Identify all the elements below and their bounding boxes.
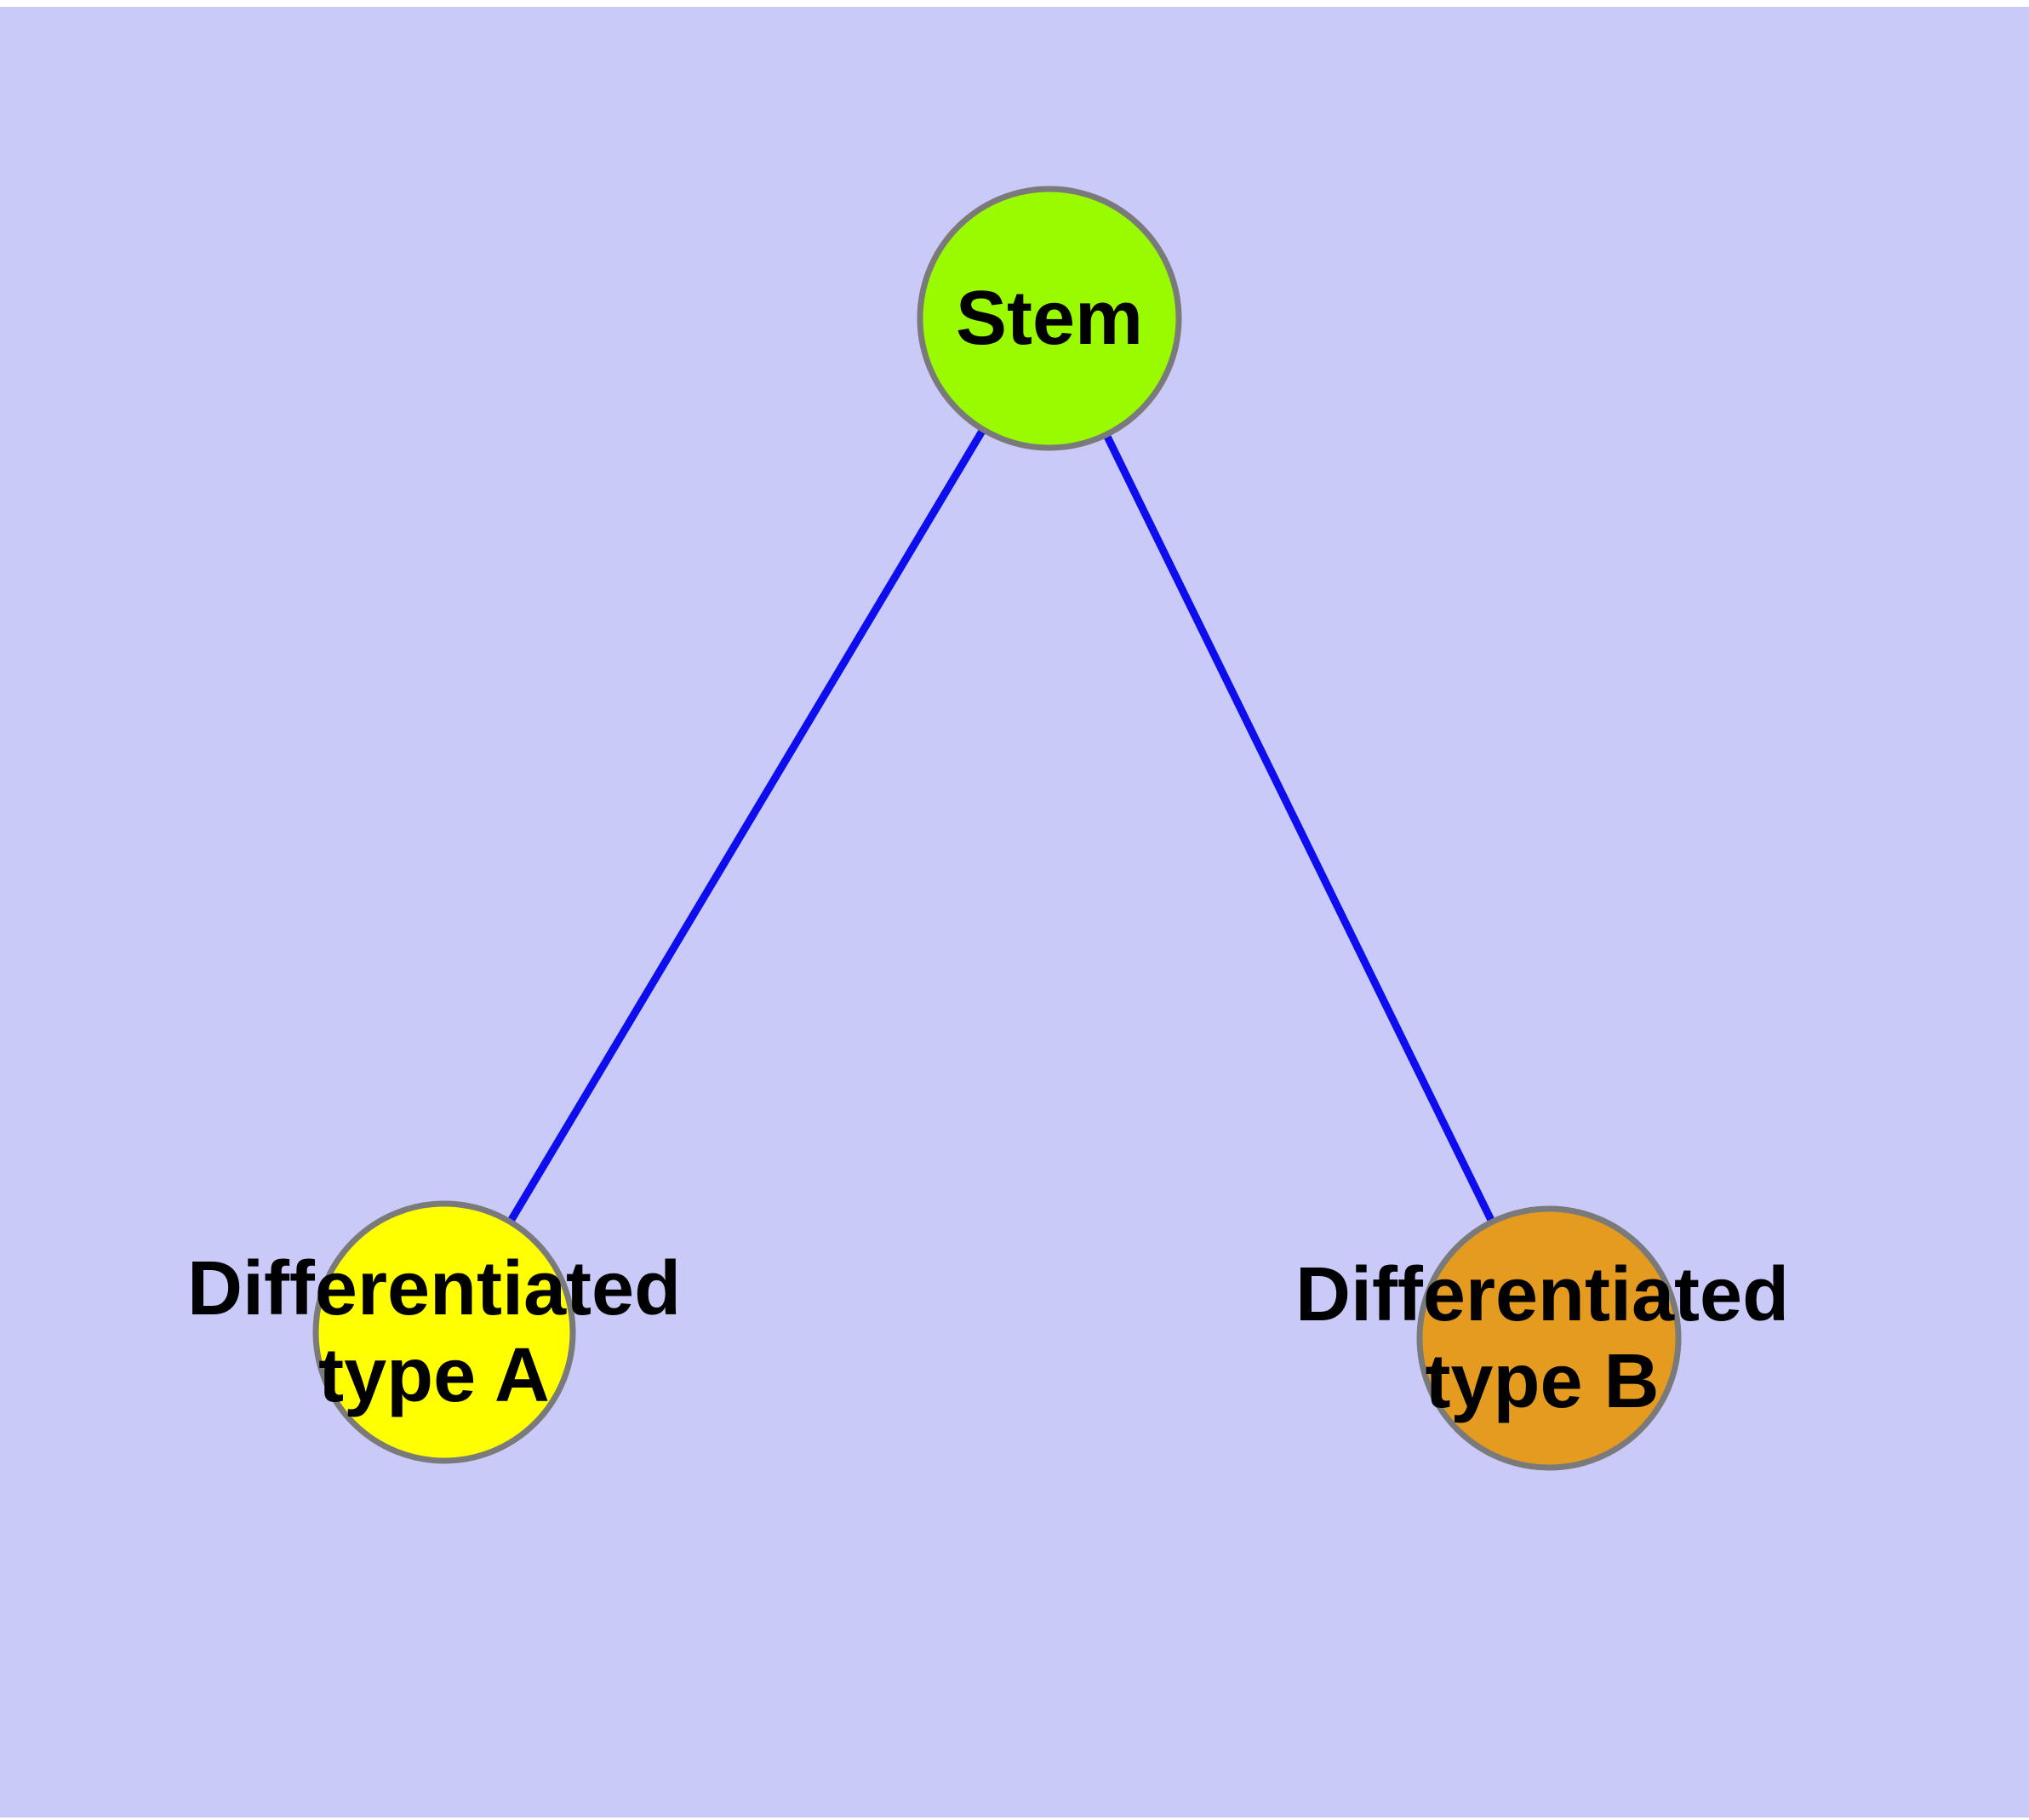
edge-stem-to-type-b: [1045, 317, 1553, 1340]
node-stem: [917, 186, 1182, 451]
edge-stem-to-type-a: [441, 316, 1053, 1335]
node-differentiated-type-a: [312, 1200, 576, 1464]
node-differentiated-type-b: [1416, 1205, 1682, 1471]
